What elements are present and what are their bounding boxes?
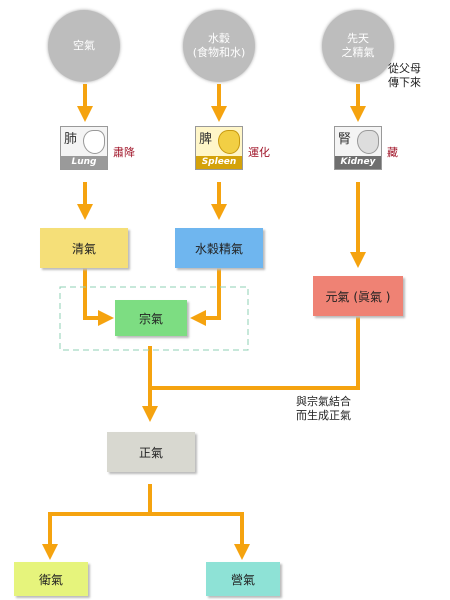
box-yuan-qi: 元氣 (眞氣 ) [313, 276, 403, 316]
note-combine: 與宗氣結合 而生成正氣 [296, 395, 351, 423]
note-from-parents-line1: 從父母 [388, 62, 421, 75]
note-combine-line2: 而生成正氣 [296, 409, 351, 422]
source-innate: 先天 之精氣 [322, 10, 394, 82]
source-innate-line2: 之精氣 [341, 46, 375, 59]
box-qing-qi-label: 清氣 [71, 241, 96, 256]
source-innate-line1: 先天 [347, 32, 369, 45]
source-food-water: 水穀 (食物和水) [183, 10, 255, 82]
lung-char: 肺 [64, 132, 78, 147]
note-from-parents: 從父母 傳下來 [388, 62, 421, 90]
kidney-en-label: Kidney [335, 156, 381, 169]
kidney-picture [357, 130, 379, 154]
source-food-water-line1: 水穀 [208, 32, 230, 45]
source-food-water-line2: (食物和水) [192, 46, 246, 59]
box-ying-qi-label: 營氣 [230, 572, 255, 587]
lung-picture [83, 130, 105, 154]
note-combine-line1: 與宗氣結合 [296, 395, 351, 408]
source-air: 空氣 [48, 10, 120, 82]
spleen-action: 運化 [248, 146, 270, 159]
lung-action: 肅降 [113, 146, 135, 159]
box-zong-qi: 宗氣 [115, 300, 187, 336]
box-qing-qi: 清氣 [40, 228, 128, 268]
spleen-en-label: Spleen [196, 156, 242, 169]
lung-en-label: Lung [61, 156, 107, 169]
spleen-char: 脾 [199, 132, 213, 147]
arrow-jingqi-to-zongqi [190, 268, 221, 326]
kidney-action: 藏 [387, 146, 398, 159]
box-yuan-qi-label: 元氣 (眞氣 ) [325, 289, 391, 304]
spleen-icon: 脾 Spleen [195, 126, 243, 170]
box-zong-qi-label: 宗氣 [138, 311, 163, 326]
box-shui-gu-jing-qi-label: 水穀精氣 [194, 241, 243, 256]
line-yuanqi-merge [150, 316, 360, 390]
box-shui-gu-jing-qi: 水穀精氣 [175, 228, 263, 268]
kidney-icon: 腎 Kidney [334, 126, 382, 170]
lung-icon: 肺 Lung [60, 126, 108, 170]
zongqi-dashed-frame [59, 286, 249, 351]
source-air-label: 空氣 [73, 39, 95, 52]
box-zheng-qi-label: 正氣 [138, 445, 163, 460]
box-wei-qi-label: 衛氣 [38, 572, 63, 587]
kidney-char: 腎 [338, 132, 352, 147]
box-wei-qi: 衛氣 [14, 562, 88, 596]
arrow-qingqi-to-zongqi [83, 268, 114, 326]
spleen-picture [218, 130, 240, 154]
note-from-parents-line2: 傳下來 [388, 76, 421, 89]
box-zheng-qi: 正氣 [107, 432, 195, 472]
box-ying-qi: 營氣 [206, 562, 280, 596]
